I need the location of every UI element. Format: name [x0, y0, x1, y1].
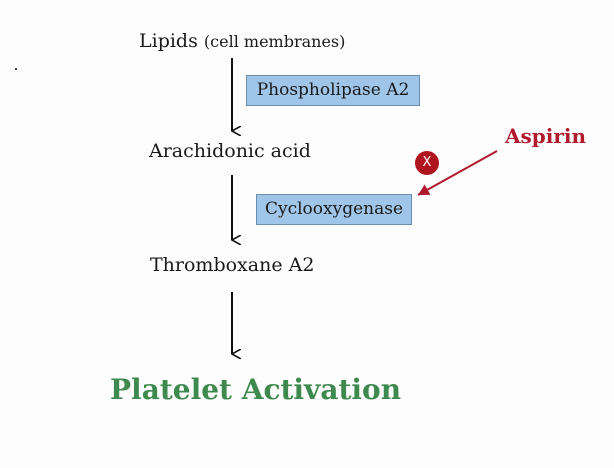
aspirin-label: Aspirin [505, 124, 587, 148]
inhibition-x-icon: X [415, 151, 439, 175]
lipids-note: (cell membranes) [203, 32, 346, 51]
cyclooxygenase-box: Cyclooxygenase [256, 194, 412, 225]
stray-dot [15, 68, 17, 70]
lipids-text: Lipids [139, 30, 198, 52]
thromboxane-label: Thromboxane A2 [150, 254, 315, 276]
platelet-activation-title: Platelet Activation [110, 373, 402, 406]
arachidonic-acid-label: Arachidonic acid [149, 140, 311, 162]
arrow-aspirin-inhibition [417, 150, 498, 196]
phospholipase-box: Phospholipase A2 [246, 75, 420, 106]
lipids-label: Lipids (cell membranes) [139, 30, 345, 52]
